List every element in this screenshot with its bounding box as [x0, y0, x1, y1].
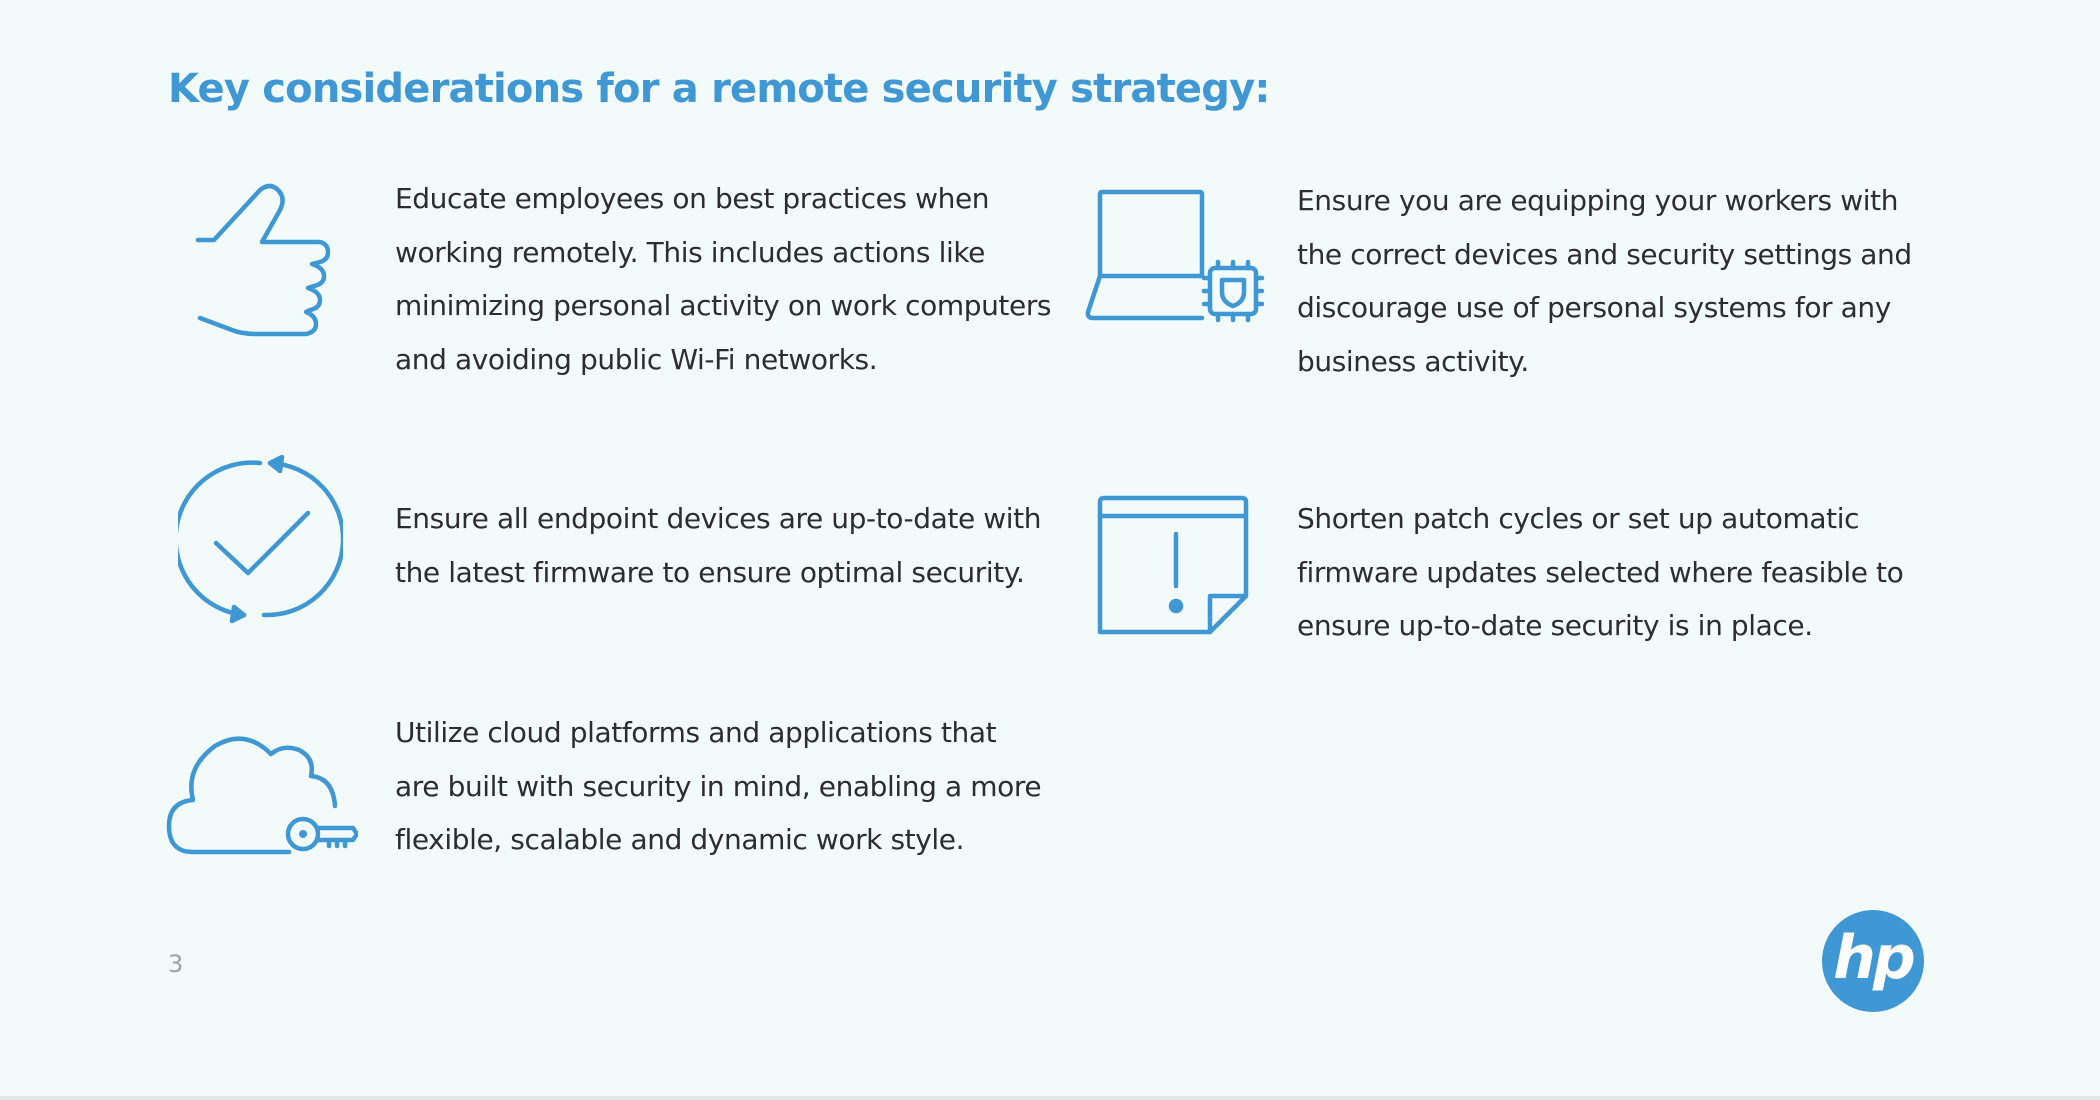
item-text-educate: Educate employees on best practices when…: [395, 182, 1052, 376]
hp-logo-text: hp: [1833, 923, 1916, 993]
item-text-devices: Ensure you are equipping your workers wi…: [1297, 184, 1912, 378]
item-text-endpoint: Ensure all endpoint devices are up-to-da…: [395, 502, 1042, 589]
laptop-security-chip-icon: [1082, 188, 1268, 328]
alert-note-icon: [1092, 492, 1258, 640]
thumbs-up-icon: [190, 180, 340, 345]
page-number: 3: [168, 950, 184, 978]
item-text-patch: Shorten patch cycles or set up automatic…: [1297, 502, 1904, 642]
page-title: Key considerations for a remote security…: [168, 66, 1270, 112]
bottom-rule: [0, 1096, 2100, 1100]
item-text-cloud: Utilize cloud platforms and applications…: [395, 716, 1042, 856]
cloud-key-icon: [163, 730, 358, 860]
hp-logo: hp: [1822, 910, 1924, 1012]
refresh-check-icon: [178, 455, 343, 625]
